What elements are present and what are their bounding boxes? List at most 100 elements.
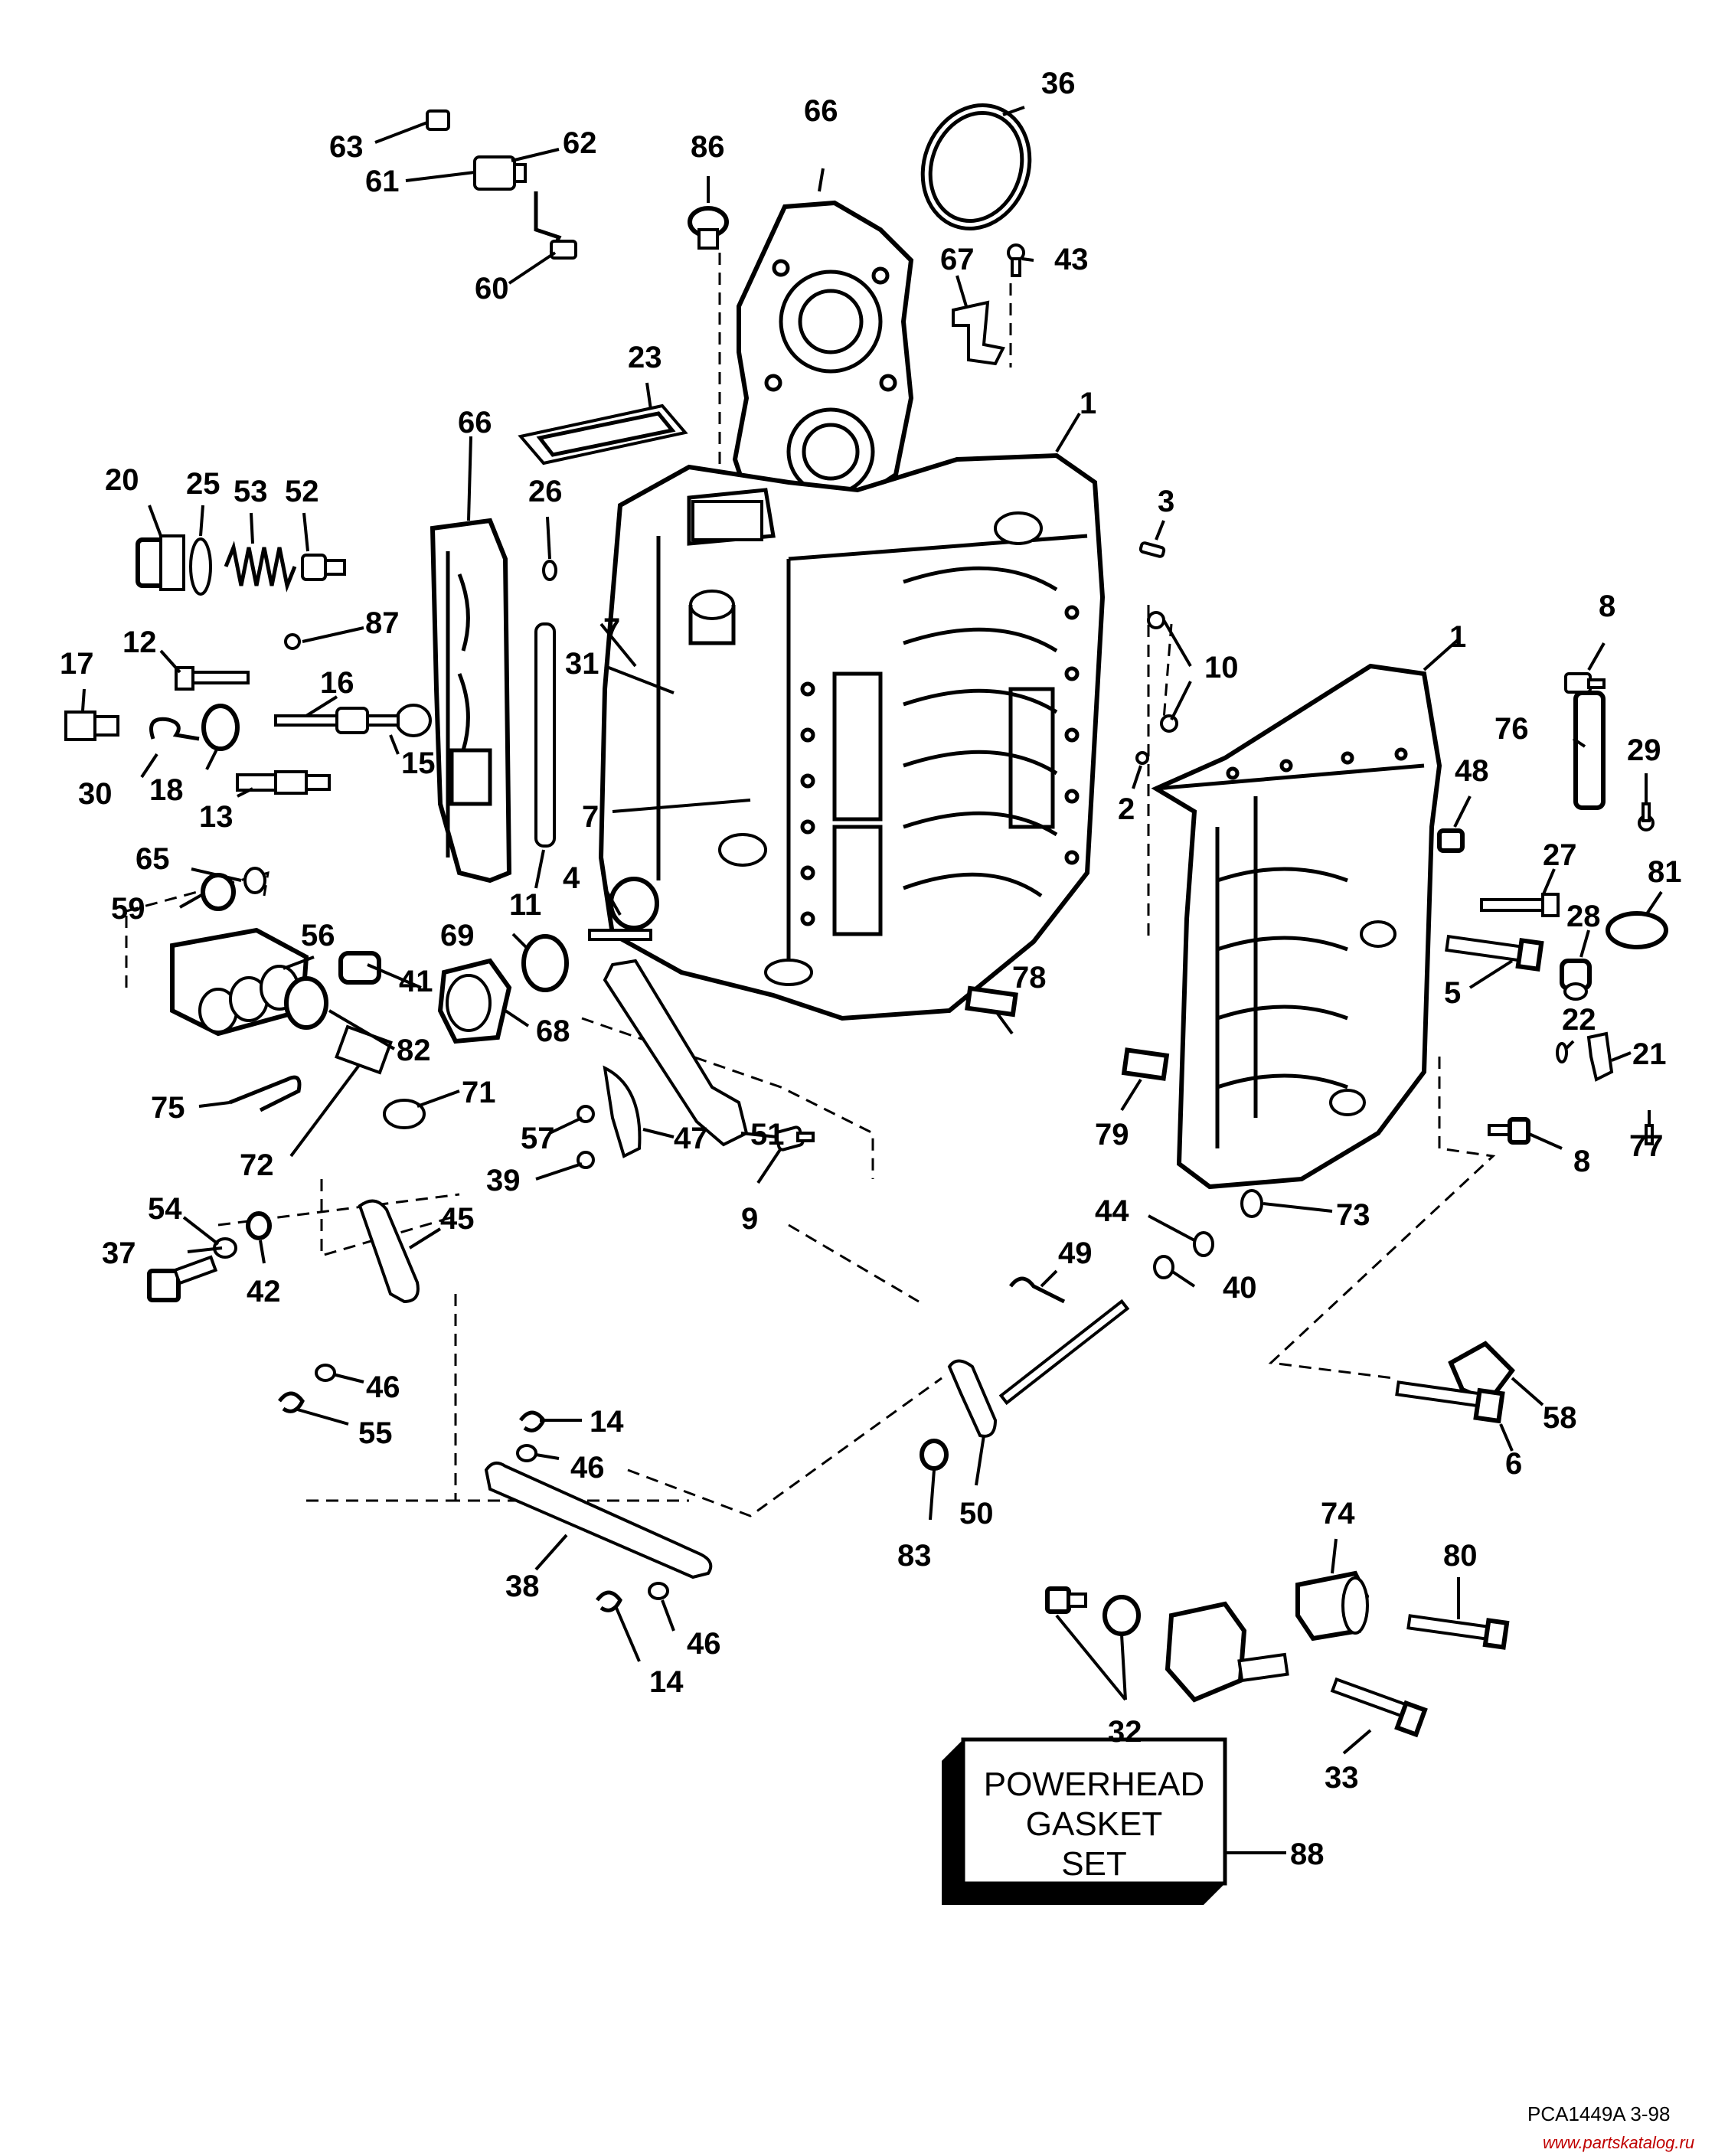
cylinder-block <box>598 452 1106 1021</box>
callout-12: 12 <box>122 626 157 659</box>
drawing-code: PCA1449A 3-98 <box>1527 2102 1670 2125</box>
callout-42: 42 <box>247 1275 281 1308</box>
bolt <box>1395 1380 1505 1424</box>
callout-46: 46 <box>366 1370 400 1404</box>
callout-1: 1 <box>1080 387 1096 420</box>
callout-labels: 1 1 2 3 4 5 6 7 7 8 8 9 10 11 12 13 14 1… <box>60 67 1682 1871</box>
powerhead-gasket-set-box: POWERHEAD GASKET SET <box>942 1737 1227 1905</box>
washer <box>516 1444 537 1462</box>
callout-28: 28 <box>1566 900 1601 933</box>
callout-6: 6 <box>1505 1447 1522 1481</box>
bolt <box>1445 934 1544 972</box>
callout-40: 40 <box>1223 1271 1257 1305</box>
callout-49: 49 <box>1058 1236 1093 1270</box>
spring <box>335 1024 393 1075</box>
throttle-shaft-lever <box>947 1298 1130 1438</box>
callout-18: 18 <box>149 773 184 807</box>
callout-47: 47 <box>674 1122 708 1155</box>
leader-lines <box>81 106 1663 1854</box>
callout-32: 32 <box>1108 1715 1142 1749</box>
washer <box>1153 1255 1174 1279</box>
clip <box>1448 1341 1515 1404</box>
hose-clamp <box>338 951 381 985</box>
temperature-sensor <box>64 710 119 741</box>
hose <box>534 622 556 848</box>
washer <box>1102 1595 1141 1636</box>
crankcase-cover <box>1151 663 1442 1190</box>
callout-22: 22 <box>1562 1003 1596 1037</box>
washer <box>648 1582 669 1600</box>
callout-27: 27 <box>1543 838 1577 872</box>
callout-16: 16 <box>320 666 354 700</box>
mount-bushing <box>1165 1601 1289 1703</box>
screw <box>1638 802 1655 831</box>
block <box>1121 1047 1170 1081</box>
callout-31: 31 <box>565 647 599 681</box>
cylinder-head <box>732 200 914 508</box>
hose-connector <box>284 976 328 1030</box>
callout-36: 36 <box>1041 67 1076 100</box>
callout-75: 75 <box>151 1091 185 1125</box>
callout-62: 62 <box>563 126 597 160</box>
callout-33: 33 <box>1325 1761 1359 1795</box>
callout-38: 38 <box>505 1570 540 1603</box>
callout-15: 15 <box>401 746 436 780</box>
callout-45: 45 <box>440 1202 475 1236</box>
cam <box>603 1065 642 1158</box>
callout-57: 57 <box>521 1122 555 1155</box>
bolt <box>1480 893 1560 917</box>
callout-29: 29 <box>1627 733 1661 767</box>
callout-56: 56 <box>301 919 335 952</box>
callout-14: 14 <box>590 1405 624 1439</box>
callout-59: 59 <box>111 892 145 926</box>
callout-4: 4 <box>563 861 580 895</box>
gasket <box>518 403 688 466</box>
callout-77: 77 <box>1629 1129 1664 1163</box>
callout-50: 50 <box>959 1497 994 1530</box>
pressure-valve <box>274 704 432 737</box>
clip <box>1586 1031 1614 1082</box>
callout-53: 53 <box>234 475 268 508</box>
callout-13: 13 <box>199 800 234 834</box>
assembly-dashed-lines <box>125 253 1496 1517</box>
sensor <box>473 155 577 260</box>
grommet <box>201 704 240 751</box>
tie-strap <box>229 1075 302 1112</box>
bolt <box>1406 1614 1510 1650</box>
callout-51: 51 <box>750 1118 785 1152</box>
lever <box>358 1199 420 1304</box>
callout-55: 55 <box>358 1416 393 1450</box>
callout-81: 81 <box>1648 855 1682 889</box>
callout-73: 73 <box>1336 1198 1370 1232</box>
o-ring <box>920 103 1032 230</box>
callout-21: 21 <box>1632 1037 1667 1071</box>
fitting <box>588 877 659 941</box>
clip <box>278 1391 305 1413</box>
fitting <box>774 1125 815 1152</box>
callout-20: 20 <box>105 463 139 497</box>
callout-80: 80 <box>1443 1539 1478 1573</box>
nut <box>426 109 450 131</box>
callout-1: 1 <box>1449 620 1466 654</box>
callout-74: 74 <box>1321 1497 1355 1530</box>
grommet <box>1560 959 1592 1001</box>
callout-10: 10 <box>1204 651 1239 684</box>
callout-76: 76 <box>1494 712 1529 746</box>
callout-17: 17 <box>60 647 94 681</box>
callout-11: 11 <box>509 888 541 922</box>
callout-63: 63 <box>329 130 364 164</box>
nut <box>201 873 236 911</box>
callout-61: 61 <box>365 165 400 198</box>
screw <box>1160 714 1178 733</box>
washer <box>1240 1189 1263 1218</box>
spark-plug <box>236 770 331 795</box>
callout-54: 54 <box>148 1192 182 1226</box>
callout-46: 46 <box>570 1451 605 1485</box>
callout-41: 41 <box>399 965 433 998</box>
callout-71: 71 <box>462 1076 496 1109</box>
callout-30: 30 <box>78 777 113 811</box>
callout-67: 67 <box>940 243 975 276</box>
callout-87: 87 <box>365 606 400 640</box>
bolt <box>147 1255 218 1302</box>
callout-48: 48 <box>1455 754 1489 788</box>
